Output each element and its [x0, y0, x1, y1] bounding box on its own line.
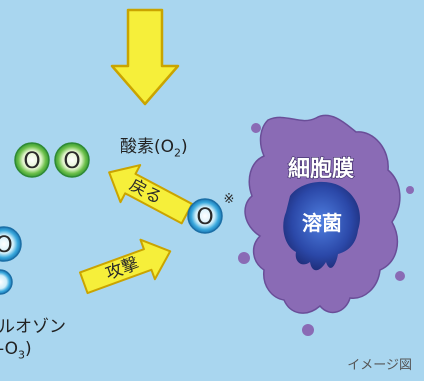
note-mark: ※	[224, 192, 235, 207]
oxygen-atom-1-letter: O	[23, 149, 40, 174]
oxygen-label-subscript: 2	[174, 146, 182, 160]
return-arrow	[108, 164, 194, 225]
ozone-atom-letter: O	[0, 233, 13, 258]
oxygen-molecule: O O	[14, 142, 90, 178]
membrane-drip-2	[238, 252, 250, 264]
oxygen-label-close: )	[181, 137, 188, 157]
single-oxygen-letter: O	[196, 205, 213, 230]
membrane-label: 細胞膜	[288, 156, 354, 182]
oxygen-atom-2-letter: O	[63, 149, 80, 174]
ozone-atom-1	[0, 226, 22, 262]
image-caption: イメージ図	[347, 358, 412, 373]
ozone-label: ルオゾン -O3)	[0, 316, 66, 366]
lysis-label: 溶菌	[302, 211, 342, 235]
ozone-atom-2	[0, 269, 13, 295]
oxygen-atom-1	[14, 142, 50, 178]
attack-arrow	[79, 238, 172, 295]
ozone-label-line2: -O3)	[0, 338, 66, 366]
oxygen-atom-2	[54, 142, 90, 178]
membrane-drip-4	[395, 271, 405, 281]
membrane-drip-1	[251, 123, 261, 133]
membrane-drip-5	[406, 186, 414, 194]
oxygen-label-text: 酸素(O	[120, 137, 175, 157]
oxygen-label: 酸素(O2)	[120, 132, 188, 159]
down-arrow	[110, 8, 180, 106]
membrane-drip-3	[302, 324, 314, 336]
ozone-label-close: )	[25, 339, 32, 359]
ozone-label-subscript: 3	[18, 348, 25, 362]
ozone-label-line1: ルオゾン	[0, 317, 66, 337]
ozone-label-formula: -O	[0, 339, 18, 359]
single-oxygen-atom	[187, 198, 223, 234]
lysis-blob	[283, 181, 360, 271]
ozone-molecule: O	[0, 226, 22, 295]
